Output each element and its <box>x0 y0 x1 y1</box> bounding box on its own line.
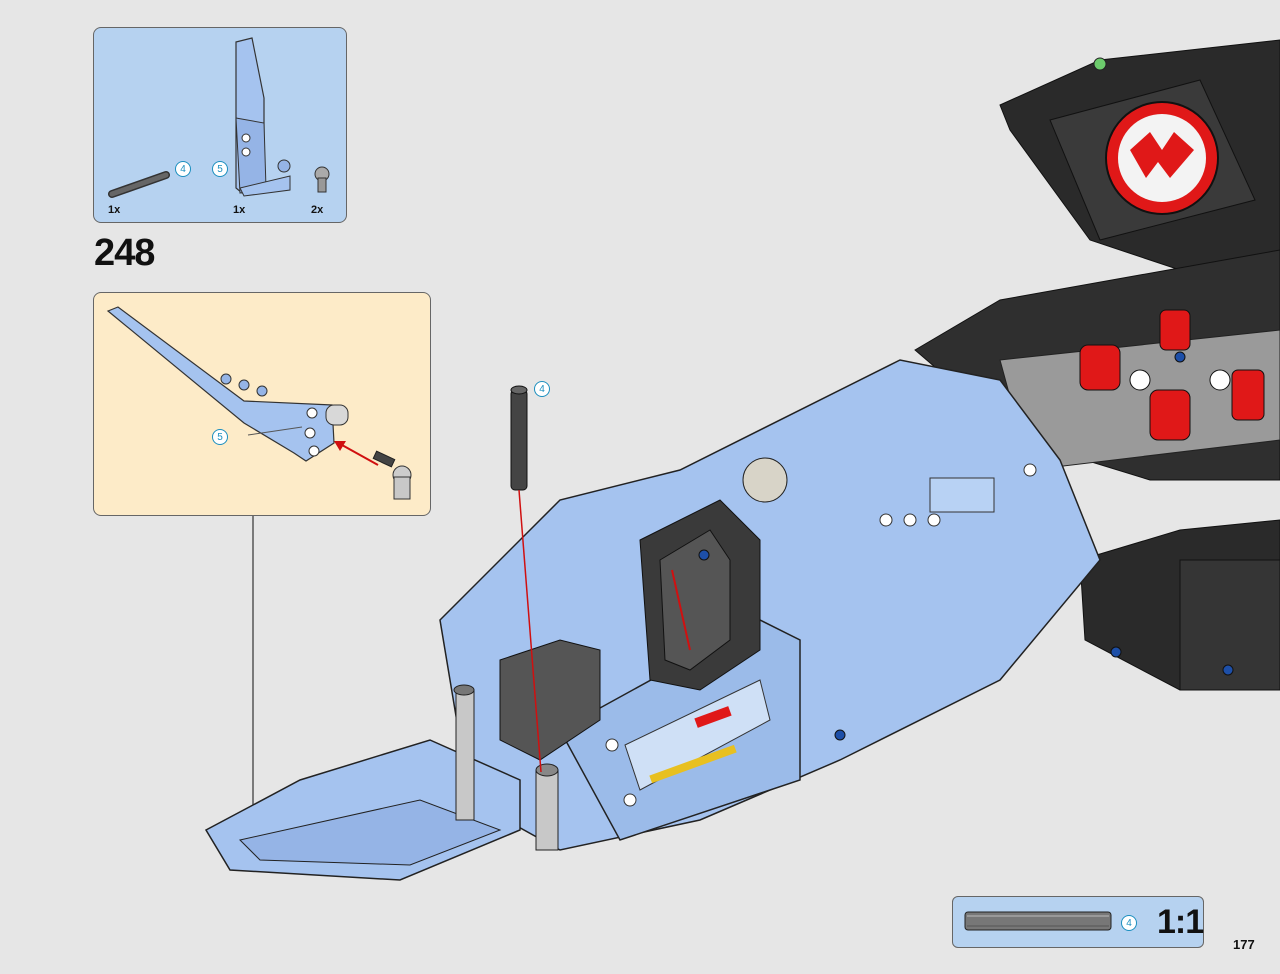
front-uprights <box>453 684 559 851</box>
part-quantity-axle: 1x <box>108 204 121 216</box>
sub-fin-panel <box>106 306 349 462</box>
cockpit <box>499 457 788 761</box>
page-number: 177 <box>1233 937 1255 952</box>
grey-connector-part <box>314 166 330 193</box>
main-axle-callout: 4 <box>534 381 550 397</box>
part-quantity-panel: 1x <box>233 204 246 216</box>
insert-arrow <box>334 441 379 466</box>
part-callout-axle: 4 <box>175 161 191 177</box>
sub-assembly-callout: 5 <box>212 429 228 445</box>
green-peg <box>1093 57 1107 71</box>
parts-list-box: 4 5 1x 1x 2x <box>93 27 347 223</box>
scale-label: 1:1 <box>1157 903 1204 941</box>
axle-pin-insert <box>510 385 542 773</box>
gearbox <box>999 309 1280 471</box>
callout-leader <box>247 426 303 436</box>
sub-assembly-box: 5 <box>93 292 431 516</box>
part-callout-panel: 5 <box>212 161 228 177</box>
scale-check-callout: 4 <box>1121 915 1137 931</box>
scale-check-box: 4 <box>952 896 1204 948</box>
attach-arrow-head <box>462 802 478 814</box>
axle-pin-part <box>108 171 170 198</box>
sub-assembly-art <box>106 306 412 500</box>
panel-holes <box>605 351 1234 807</box>
blue-fin-panel-part <box>235 37 291 197</box>
scale-axle-art <box>964 911 1112 931</box>
part-quantity-connector: 2x <box>311 204 324 216</box>
attach-leader-line <box>252 516 470 809</box>
parts-list-art <box>108 37 330 198</box>
rear-chassis <box>914 39 1280 691</box>
step-number: 248 <box>94 232 155 274</box>
sticker-decals <box>624 679 771 791</box>
sub-grey-connector <box>372 450 412 500</box>
